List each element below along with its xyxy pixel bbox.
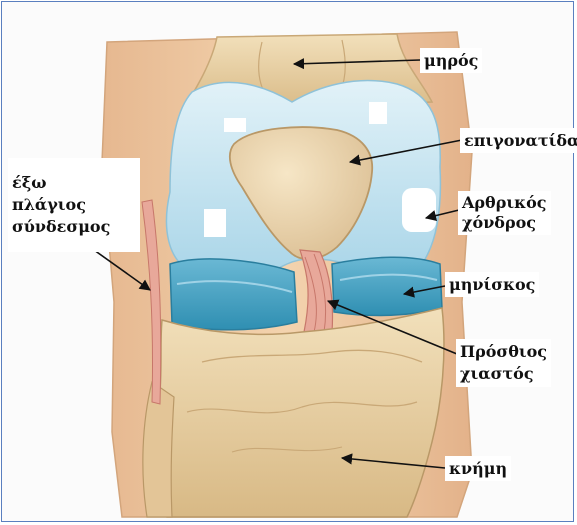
label-lateral-ligament: έξω πλάγιος σύνδεσμος [8,158,140,252]
label-lateral-ligament-line3: σύνδεσμος [12,216,136,238]
label-meniscus: μηνίσκος [445,272,539,297]
label-femur: μηρός [420,48,482,73]
label-lateral-ligament-line2: πλάγιος [12,194,136,216]
label-articular-cartilage: Αρθρικός χόνδρος [458,191,551,235]
label-lateral-ligament-line1: έξω [12,172,136,194]
label-acl: Πρόσθιος χιαστός [456,339,551,387]
label-patella: επιγονατίδα [460,128,577,153]
label-articular-cartilage-line2: χόνδρος [462,213,547,233]
label-acl-line2: χιαστός [460,363,547,385]
label-articular-cartilage-line1: Αρθρικός [462,193,547,213]
tibia-bone [159,308,444,517]
label-tibia: κνήμη [445,456,511,481]
lateral-meniscus [170,259,297,330]
label-acl-line1: Πρόσθιος [460,341,547,363]
medial-meniscus [332,257,442,315]
